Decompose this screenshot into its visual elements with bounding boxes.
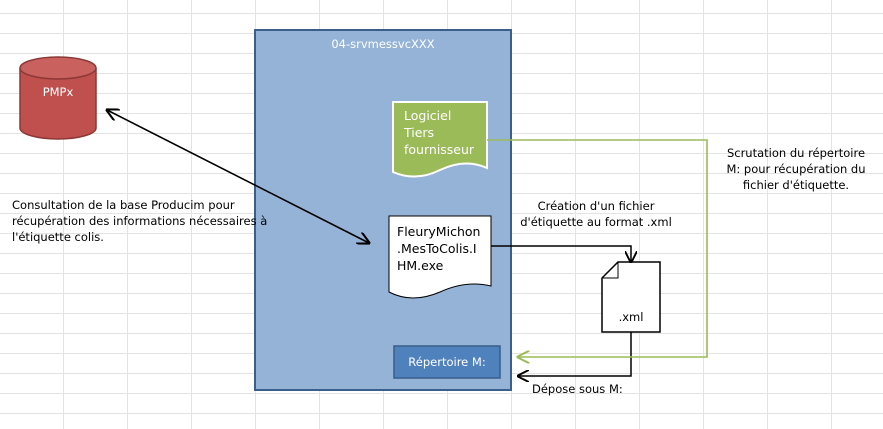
exe-label-line1: FleuryMichon <box>397 224 481 239</box>
depose-annotation: Dépose sous M: <box>532 382 623 396</box>
database-label: PMPx <box>42 85 74 99</box>
exe-document[interactable] <box>388 215 492 299</box>
software-label-line3: fournisseur <box>404 142 475 157</box>
creation-annotation: Création d'un fichier d'étiquette au for… <box>508 198 684 230</box>
creation-arrow <box>491 245 631 262</box>
directory-box[interactable] <box>393 345 501 379</box>
scrutation-line2: M: pour récupération du <box>726 162 866 176</box>
consultation-annotation: Consultation de la base Producim pour ré… <box>12 197 267 245</box>
software-label-line1: Logiciel <box>404 108 452 123</box>
consultation-arrow <box>107 110 369 243</box>
directory-label: Répertoire M: <box>408 355 486 369</box>
server-container[interactable] <box>254 29 512 391</box>
depose-arrow <box>518 332 632 376</box>
software-label: Logiciel Tiers fournisseur <box>404 107 474 158</box>
software-document[interactable] <box>392 101 488 178</box>
xml-file-fold <box>602 262 619 279</box>
creation-line2: d'étiquette au format .xml <box>520 215 672 229</box>
exe-label: FleuryMichon .MesToColis.I HM.exe <box>397 223 480 274</box>
creation-line1: Création d'un fichier <box>537 199 655 213</box>
software-label-line2: Tiers <box>404 125 435 140</box>
scrutation-annotation: Scrutation du répertoire M: pour récupér… <box>713 145 879 193</box>
exe-label-line3: HM.exe <box>397 258 444 273</box>
consultation-line2: récupération des informations nécessaire… <box>12 214 268 228</box>
xml-file-label: .xml <box>618 310 644 324</box>
scrutation-line3: fichier d'étiquette. <box>742 178 850 192</box>
exe-label-line2: .MesToColis.I <box>397 241 477 256</box>
server-title: 04-srvmessvcXXX <box>331 37 435 51</box>
scrutation-line <box>487 139 708 357</box>
consultation-line3: l'étiquette colis. <box>12 230 104 244</box>
scrutation-line1: Scrutation du répertoire <box>726 146 866 160</box>
consultation-line1: Consultation de la base Producim pour <box>12 198 235 212</box>
database-cylinder[interactable] <box>19 56 97 140</box>
